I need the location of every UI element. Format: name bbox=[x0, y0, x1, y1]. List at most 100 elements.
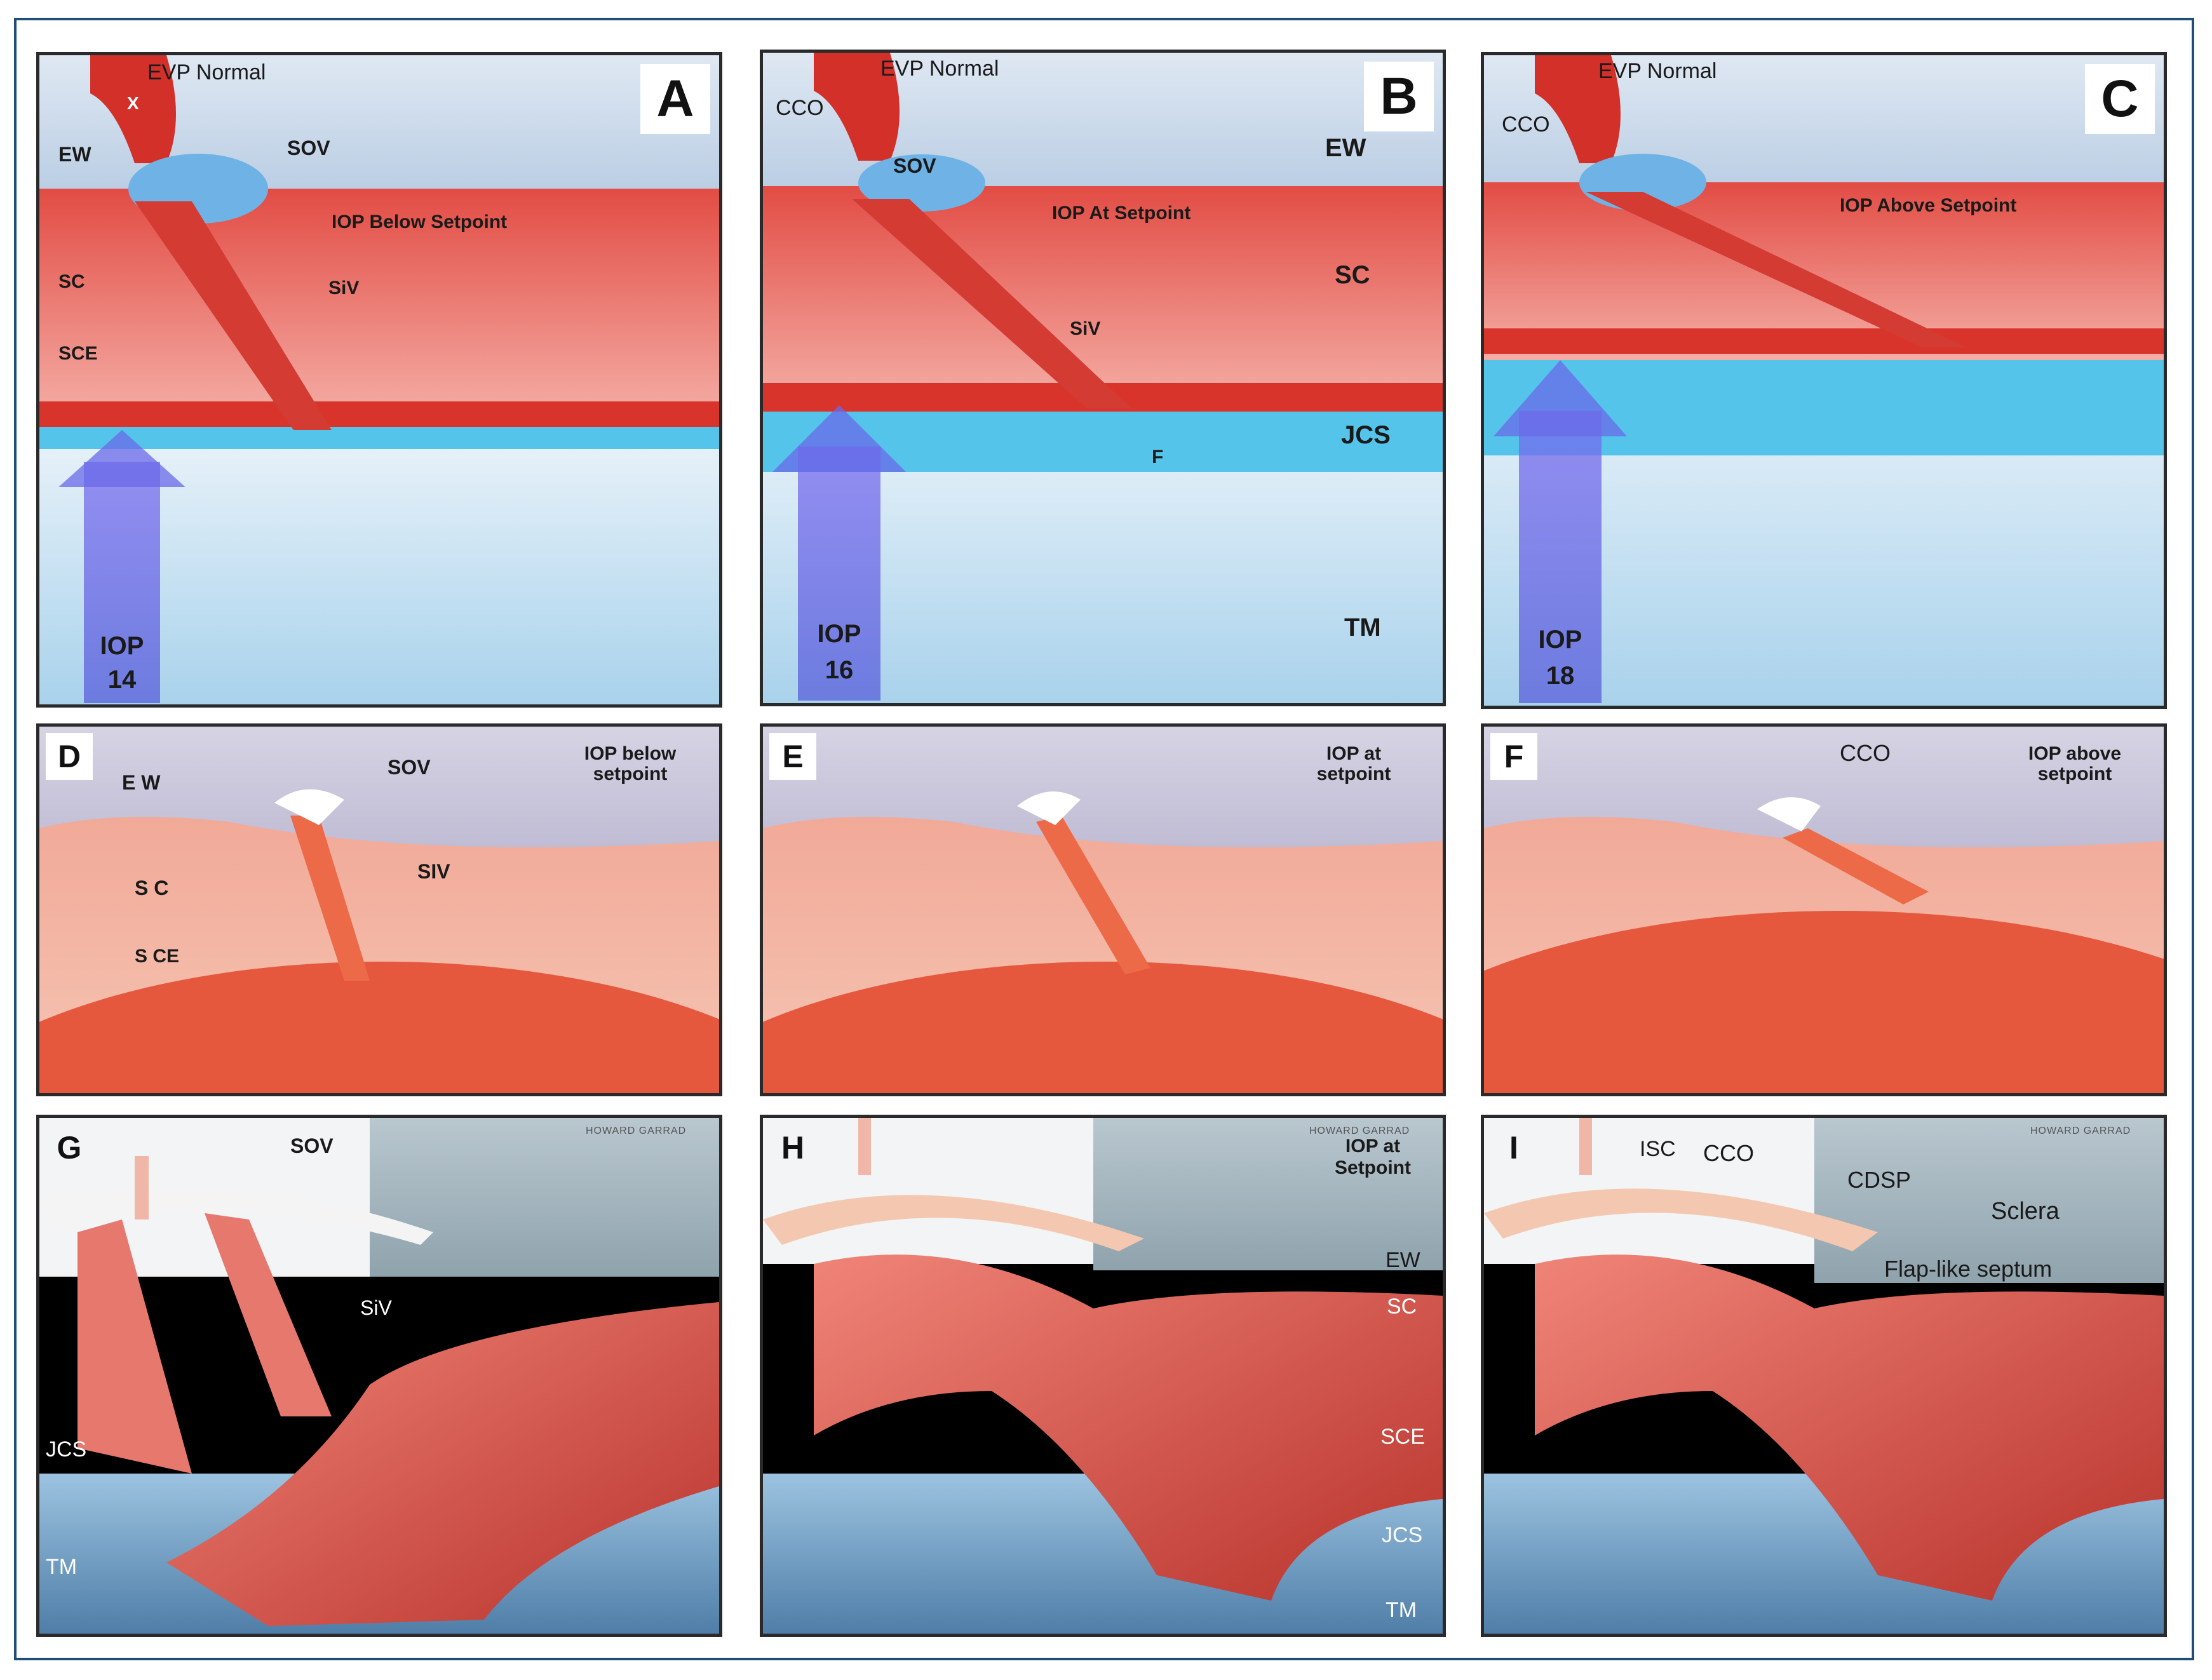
siv-label: SiV bbox=[360, 1296, 392, 1319]
panel-letter: B bbox=[1364, 62, 1434, 131]
panel-h: H HOWARD GARRAD IOP at Setpoint EW SC SC… bbox=[760, 1115, 1446, 1637]
evp-label: EVP Normal bbox=[147, 60, 266, 84]
panel-i: I HOWARD GARRAD ISC CCO CDSP Sclera Flap… bbox=[1481, 1115, 2167, 1637]
sclera-block bbox=[1814, 1118, 2164, 1283]
iop-value: 18 bbox=[1546, 662, 1575, 690]
iop-state-label-1: IOP above bbox=[2028, 743, 2122, 764]
evp-label: EVP Normal bbox=[880, 57, 999, 81]
schlemm-canal bbox=[39, 189, 719, 443]
cco-label: CCO bbox=[1703, 1140, 1754, 1166]
septal-opening-valve bbox=[1017, 791, 1081, 825]
jcs-label: JCS bbox=[46, 1437, 87, 1462]
ew-label: EW bbox=[1386, 1248, 1420, 1272]
sce-label: SCE bbox=[1380, 1425, 1425, 1449]
iop-state-label: IOP Below Setpoint bbox=[332, 212, 508, 232]
cco-label: CCO bbox=[1840, 740, 1891, 766]
isc-label: ISC bbox=[1640, 1137, 1676, 1161]
cdsp-label: CDSP bbox=[1847, 1167, 1912, 1193]
canal-endothelium bbox=[39, 401, 719, 427]
panel-b-illustration bbox=[763, 53, 1443, 703]
panel-letter: I bbox=[1509, 1130, 1518, 1166]
artist-credit: HOWARD GARRAD bbox=[586, 1126, 687, 1136]
panel-e-illustration bbox=[763, 727, 1443, 1093]
sov-label: SOV bbox=[290, 1134, 334, 1157]
septal-valve-conduit bbox=[1036, 816, 1150, 974]
panel-g-illustration bbox=[39, 1118, 719, 1634]
septal-valve-conduit bbox=[78, 1220, 192, 1474]
panel-f-illustration bbox=[1484, 727, 2164, 1093]
panel-i-illustration bbox=[1484, 1118, 2164, 1634]
evp-label: EVP Normal bbox=[1598, 59, 1717, 83]
panel-letter: D bbox=[46, 733, 93, 780]
figure-frame bbox=[14, 18, 2194, 1660]
iop-arrow-head bbox=[772, 405, 906, 472]
septal-opening-valve bbox=[274, 789, 344, 825]
iop-state-label-2: setpoint bbox=[593, 763, 668, 784]
panel-letter: E bbox=[769, 733, 816, 780]
iop-label: IOP bbox=[1538, 626, 1582, 654]
iop-arrow-head bbox=[1494, 360, 1627, 436]
episcleral-wall bbox=[1484, 727, 2164, 847]
iop-state-label-2: setpoint bbox=[1316, 763, 1391, 784]
panel-d: D E W SOV IOP below setpoint S C SIV S C… bbox=[36, 723, 722, 1096]
panel-e: E IOP at setpoint bbox=[760, 723, 1446, 1096]
juxtacanalicular-space bbox=[39, 424, 719, 449]
sclera-label: Sclera bbox=[1991, 1198, 2060, 1225]
panel-letter: C bbox=[2085, 64, 2155, 134]
canal-endothelium-dome bbox=[39, 962, 719, 1093]
septal-opening-valve bbox=[1757, 797, 1821, 831]
ew-label: EW bbox=[1325, 134, 1366, 162]
panel-letter: H bbox=[781, 1130, 805, 1166]
panel-a-illustration bbox=[39, 55, 719, 704]
iop-label: IOP bbox=[100, 632, 144, 660]
siv-label: SiV bbox=[1070, 318, 1101, 339]
artist-credit: HOWARD GARRAD bbox=[1309, 1126, 1410, 1136]
sc-label: SC bbox=[1335, 261, 1370, 289]
collector-vessel bbox=[90, 55, 176, 163]
siv-label: SIV bbox=[417, 860, 450, 883]
sc-label: SC bbox=[58, 271, 85, 292]
iop-arrow bbox=[84, 462, 160, 703]
sov-label: SOV bbox=[388, 756, 431, 779]
jcs-label: JCS bbox=[1341, 421, 1391, 449]
septum-label: Flap-like septum bbox=[1884, 1256, 2053, 1282]
canal-endothelium-sheet bbox=[814, 1254, 1443, 1601]
episcleral-wall bbox=[39, 727, 719, 847]
flap-septum bbox=[1484, 1188, 1878, 1251]
canal-endothelium-sheet bbox=[166, 1302, 719, 1626]
tm-label: TM bbox=[46, 1555, 78, 1579]
septal-valve-conduit bbox=[290, 816, 370, 981]
sclera-block bbox=[370, 1118, 719, 1277]
episcleral-wall bbox=[763, 727, 1443, 847]
panel-letter: G bbox=[57, 1130, 82, 1166]
collector-vessel bbox=[1535, 55, 1621, 163]
iop-value: 14 bbox=[107, 666, 137, 694]
septal-opening-valve bbox=[858, 154, 985, 212]
iop-state-label: IOP Above Setpoint bbox=[1840, 195, 2017, 216]
panel-a: A EVP Normal X EW SOV IOP Below Setpoint… bbox=[36, 52, 722, 708]
panel-c: C EVP Normal CCO IOP Above Setpoint IOP … bbox=[1481, 52, 2167, 709]
canal-endothelium-dome bbox=[1484, 911, 2164, 1093]
iop-state-label-1: IOP at bbox=[1326, 743, 1382, 764]
siv-label: SiV bbox=[328, 278, 360, 299]
ew-label: EW bbox=[58, 143, 91, 166]
septal-valve-conduit bbox=[852, 199, 1131, 408]
panel-letter: F bbox=[1490, 733, 1537, 780]
canal-endothelium-sheet bbox=[1535, 1254, 2164, 1601]
iop-arrow bbox=[798, 447, 880, 701]
sov-label: SOV bbox=[893, 154, 936, 177]
panel-f: F CCO IOP above setpoint bbox=[1481, 723, 2167, 1096]
jcs-label: JCS bbox=[1382, 1523, 1423, 1547]
cco-label: CCO bbox=[776, 96, 824, 120]
iop-arrow bbox=[1519, 411, 1602, 703]
septal-valve-conduit bbox=[1586, 192, 1967, 347]
iop-state-label-2: Setpoint bbox=[1335, 1157, 1411, 1178]
canal-endothelium bbox=[1484, 328, 2164, 354]
tm-label: TM bbox=[1386, 1598, 1417, 1622]
iop-label: IOP bbox=[817, 620, 861, 648]
iop-arrow-head bbox=[58, 430, 185, 487]
tm-label: TM bbox=[1344, 614, 1381, 642]
septal-valve-conduit bbox=[1783, 828, 1929, 904]
panel-d-illustration bbox=[39, 727, 719, 1093]
panel-h-illustration bbox=[763, 1118, 1443, 1634]
